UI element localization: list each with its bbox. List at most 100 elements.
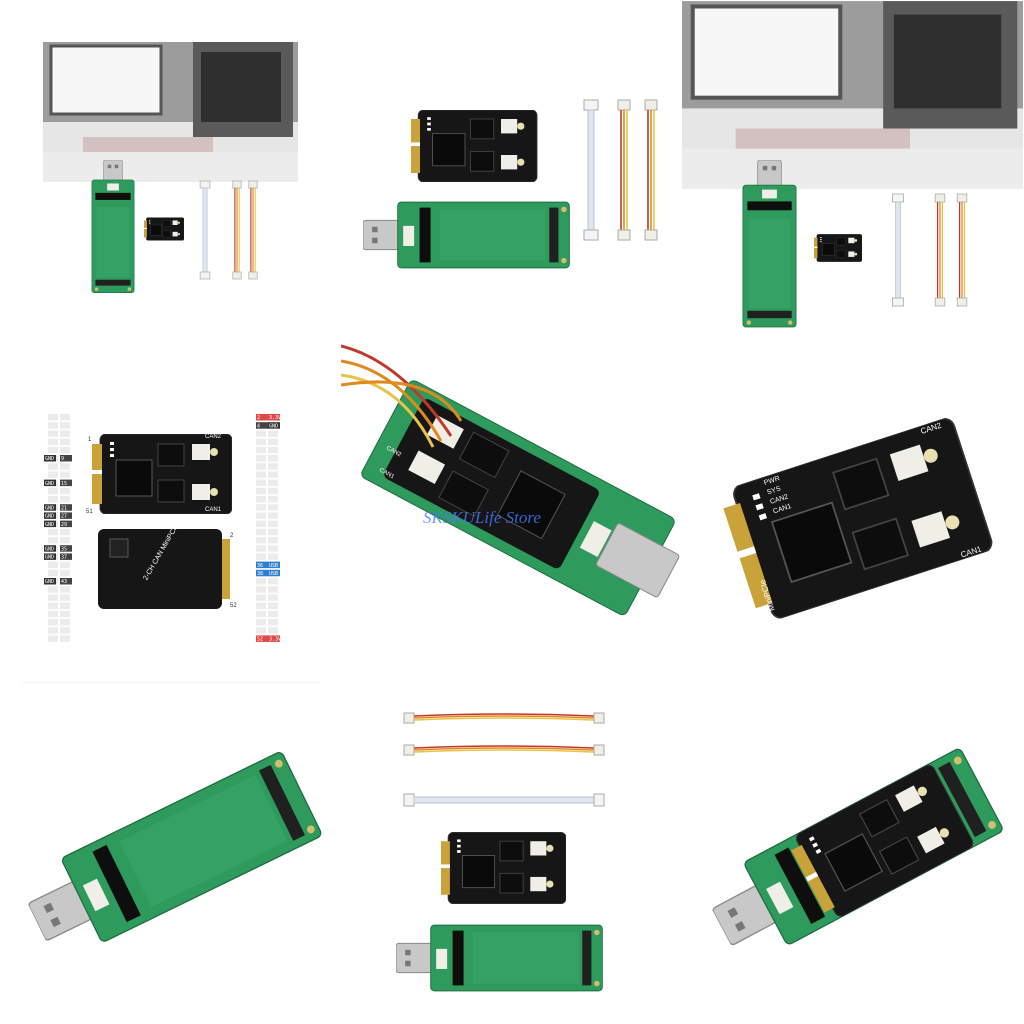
edge-label-52: 52 (230, 603, 237, 609)
pin-box (60, 610, 70, 618)
pin-box (60, 561, 70, 569)
pin-box (48, 635, 58, 642)
pin-box (268, 610, 278, 618)
left-gnd-label: GND (45, 505, 54, 511)
pin-box (60, 627, 70, 634)
left-pin-number: 35 (61, 546, 67, 552)
pin-box (268, 586, 278, 593)
pin-box (48, 586, 58, 593)
left-gnd-label: GND (45, 481, 54, 487)
pin-box (268, 619, 278, 626)
left-pin-number-box (60, 520, 72, 528)
pin-box (256, 430, 266, 437)
left-gnd-label-box (44, 504, 56, 511)
left-gnd-label: GND (45, 522, 54, 528)
right-pin-label: 3.3V (269, 637, 281, 643)
pwr-label: PWR (174, 409, 189, 415)
pin-box (48, 537, 58, 544)
can-board (441, 832, 566, 904)
product-image-6[interactable]: PWR SYS CAN2 CAN1 CAN1 CAN2 MiniPCIe (682, 341, 1023, 682)
pin-box (48, 471, 58, 478)
pin-box (268, 438, 278, 446)
pin-box (48, 446, 58, 454)
pin-box (48, 414, 58, 421)
right-pin-number-box (256, 635, 268, 642)
left-gnd-label-box (44, 553, 56, 560)
left-pin-number-box (60, 504, 72, 511)
left-gnd-label-box (44, 545, 56, 552)
pin-box (48, 438, 58, 446)
pin-box (60, 496, 70, 503)
pwr-label: PWR (763, 475, 781, 487)
pin-box (268, 504, 278, 511)
product-image-4[interactable]: /* placeholder */ GND9GND15GND21GND27GND… (0, 341, 341, 682)
product-image-2[interactable] (341, 0, 682, 341)
pin-box (60, 446, 70, 454)
right-usb-pin-label: USB_D- (269, 563, 287, 569)
pin-box (268, 627, 278, 634)
can-board (814, 233, 862, 263)
left-pin-number-box (60, 479, 72, 487)
pin-box (256, 602, 266, 610)
pin-box (48, 610, 58, 618)
pin-box (256, 537, 266, 544)
right-usb-pin-label: USB_D+ (269, 571, 287, 577)
pin-box (268, 463, 278, 470)
pin-box (256, 438, 266, 446)
left-pin-number-box (60, 553, 72, 560)
product-image-8[interactable] (341, 682, 682, 1023)
left-gnd-label-box (44, 512, 56, 519)
pin-box (256, 479, 266, 487)
pin-box (256, 545, 266, 552)
pin-box (256, 471, 266, 478)
can-board-top (92, 434, 232, 514)
right-pin-number: 2 (257, 415, 260, 421)
pin-box (256, 619, 266, 626)
pin-box (256, 463, 266, 470)
left-pin-number: 29 (61, 522, 67, 528)
pin-box (256, 487, 266, 495)
pin-box (60, 619, 70, 626)
right-pin-number: 4 (257, 423, 260, 429)
left-gnd-label: GND (45, 555, 54, 561)
pin-box (256, 512, 266, 519)
right-usb-pin-label-box (268, 561, 280, 569)
right-usb-pin-label-box (268, 569, 280, 577)
left-pin-number-box (60, 455, 72, 462)
product-image-7[interactable] (0, 682, 341, 1023)
can-board-bottom (98, 529, 230, 609)
left-gnd-label: GND (45, 514, 54, 520)
pin-box (60, 528, 70, 536)
left-gnd-label-box (44, 479, 56, 487)
pin-box (60, 430, 70, 437)
pin-box (60, 602, 70, 610)
right-pin-label-box (268, 635, 280, 642)
pin-box (256, 610, 266, 618)
product-image-9[interactable] (682, 682, 1023, 1023)
kit-desk-photo-2 (682, 0, 1023, 328)
left-pin-number: 43 (61, 579, 67, 585)
pin-box (268, 512, 278, 519)
usb-adapter-board (396, 924, 603, 992)
left-pin-number-box (60, 578, 72, 585)
pin-box (268, 537, 278, 544)
adapter-board-angled (15, 682, 324, 966)
pin-box (256, 586, 266, 593)
pin-box (268, 553, 278, 560)
pin-box (256, 553, 266, 560)
product-image-3[interactable] (682, 0, 1023, 341)
pin-box (48, 463, 58, 470)
left-pin-number: 27 (61, 514, 67, 520)
left-pin-number-box (60, 512, 72, 519)
watermark-text: SKSKULife Store (423, 508, 541, 527)
right-pin-label: 3.3V (269, 415, 281, 421)
product-image-5[interactable]: CAN2 CAN1 SKSKULife Store (341, 341, 682, 682)
product-image-1[interactable] (0, 0, 341, 341)
pin-box (268, 496, 278, 503)
pin-box (268, 602, 278, 610)
pin-box (256, 528, 266, 536)
right-usb-pin-number: 38 (257, 571, 263, 577)
can-board (144, 217, 184, 241)
pin-box (60, 463, 70, 470)
pin-box (60, 537, 70, 544)
